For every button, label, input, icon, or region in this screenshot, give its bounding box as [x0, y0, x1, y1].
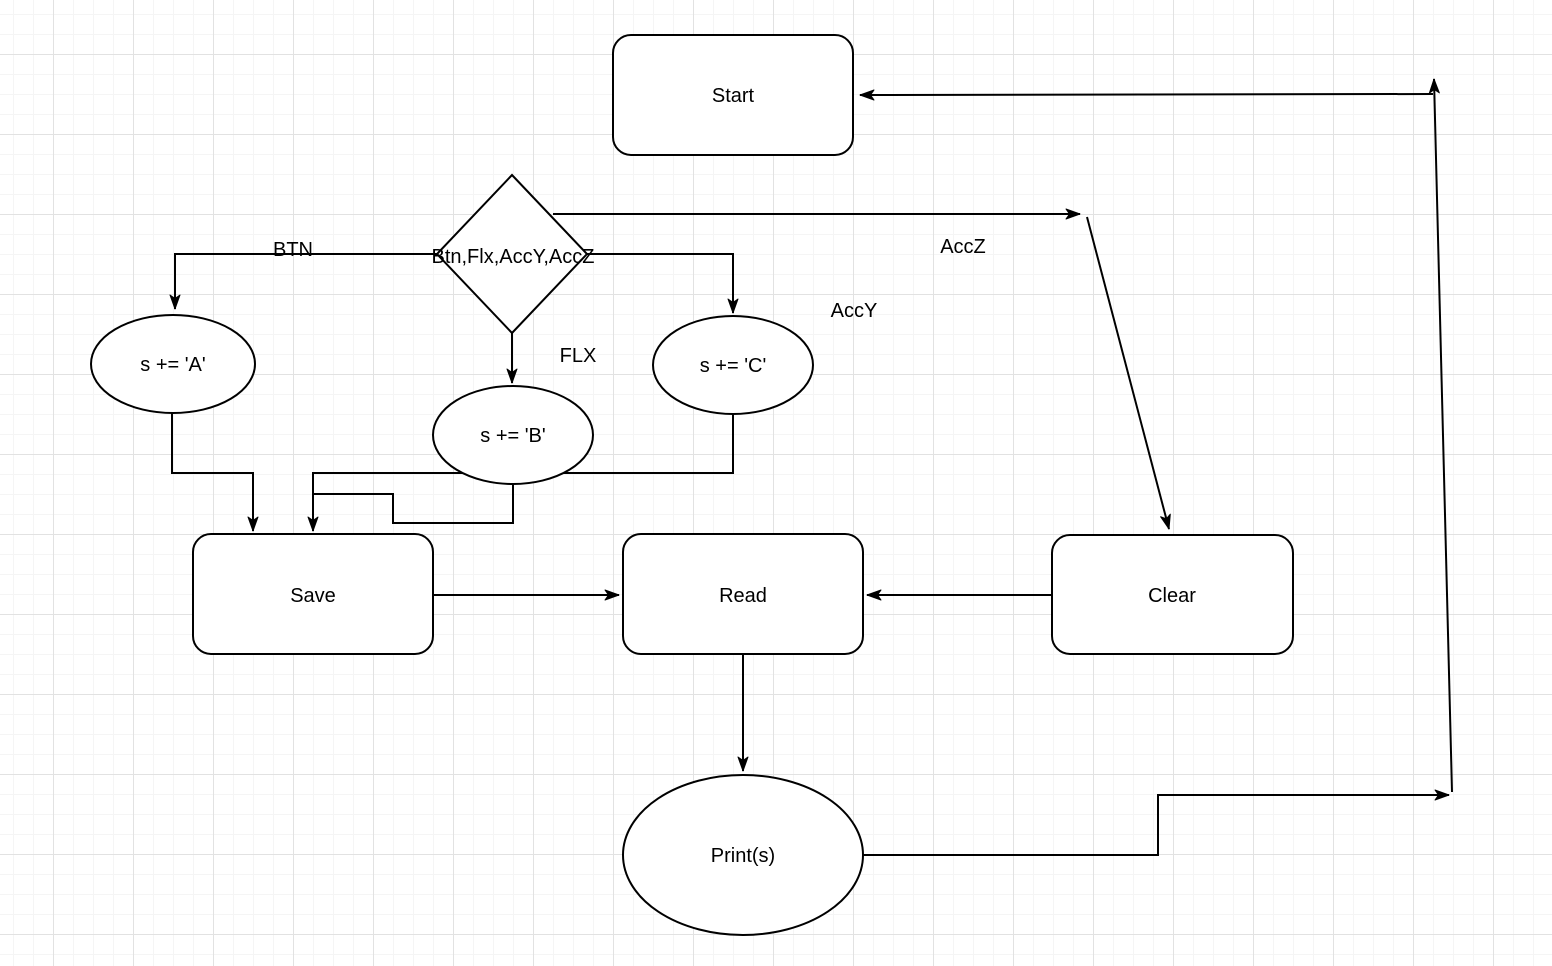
edge-append-b-to-save[interactable]: [313, 483, 514, 524]
append-c-label: s += 'C': [700, 355, 767, 377]
save-box[interactable]: [192, 533, 434, 655]
edge-label-accz[interactable]: AccZ: [940, 236, 986, 258]
append-c-ellipse[interactable]: [652, 315, 814, 415]
node-read[interactable]: Read: [622, 533, 864, 655]
print-label: Print(s): [711, 845, 775, 867]
node-clear[interactable]: Clear: [1051, 534, 1294, 655]
node-print[interactable]: Print(s): [622, 774, 864, 936]
read-box[interactable]: [622, 533, 864, 655]
read-label: Read: [719, 585, 767, 607]
edge-return-line-up[interactable]: [1428, 78, 1453, 793]
clear-box[interactable]: [1051, 534, 1294, 655]
edges-layer: [169, 78, 1453, 856]
clear-label: Clear: [1148, 585, 1196, 607]
edge-accz-diagonal-to-clear[interactable]: [1086, 216, 1171, 530]
edge-decision-to-append-a[interactable]: [169, 253, 437, 310]
append-a-label: s += 'A': [140, 354, 205, 376]
node-append-a[interactable]: s += 'A': [90, 314, 256, 414]
append-b-ellipse[interactable]: [432, 385, 594, 485]
save-label: Save: [290, 585, 336, 607]
nodes-layer: Start s += 'A' s += 'B' s += 'C' Save: [90, 34, 1294, 936]
append-a-ellipse[interactable]: [90, 314, 256, 414]
edge-labels-layer: Btn,Flx,AccY,AccZ BTN FLX AccY AccZ: [273, 236, 986, 367]
start-box[interactable]: [612, 34, 854, 156]
node-save[interactable]: Save: [192, 533, 434, 655]
node-start[interactable]: Start: [612, 34, 854, 156]
decision-diamond[interactable]: [435, 173, 589, 335]
start-label: Start: [712, 85, 755, 107]
edge-label-accy[interactable]: AccY: [831, 300, 878, 322]
edge-print-to-return-line[interactable]: [863, 789, 1450, 856]
edge-return-to-start[interactable]: [859, 89, 1434, 101]
print-ellipse[interactable]: [622, 774, 864, 936]
node-append-b[interactable]: s += 'B': [432, 385, 594, 485]
edge-label-btn[interactable]: BTN: [273, 239, 313, 261]
edge-append-a-to-save[interactable]: [171, 413, 259, 532]
node-decision[interactable]: [435, 173, 589, 335]
decision-label[interactable]: Btn,Flx,AccY,AccZ: [431, 246, 594, 268]
edge-label-flx[interactable]: FLX: [560, 345, 597, 367]
append-b-label: s += 'B': [480, 425, 545, 447]
edge-decision-to-append-c[interactable]: [587, 253, 739, 314]
node-append-c[interactable]: s += 'C': [652, 315, 814, 415]
